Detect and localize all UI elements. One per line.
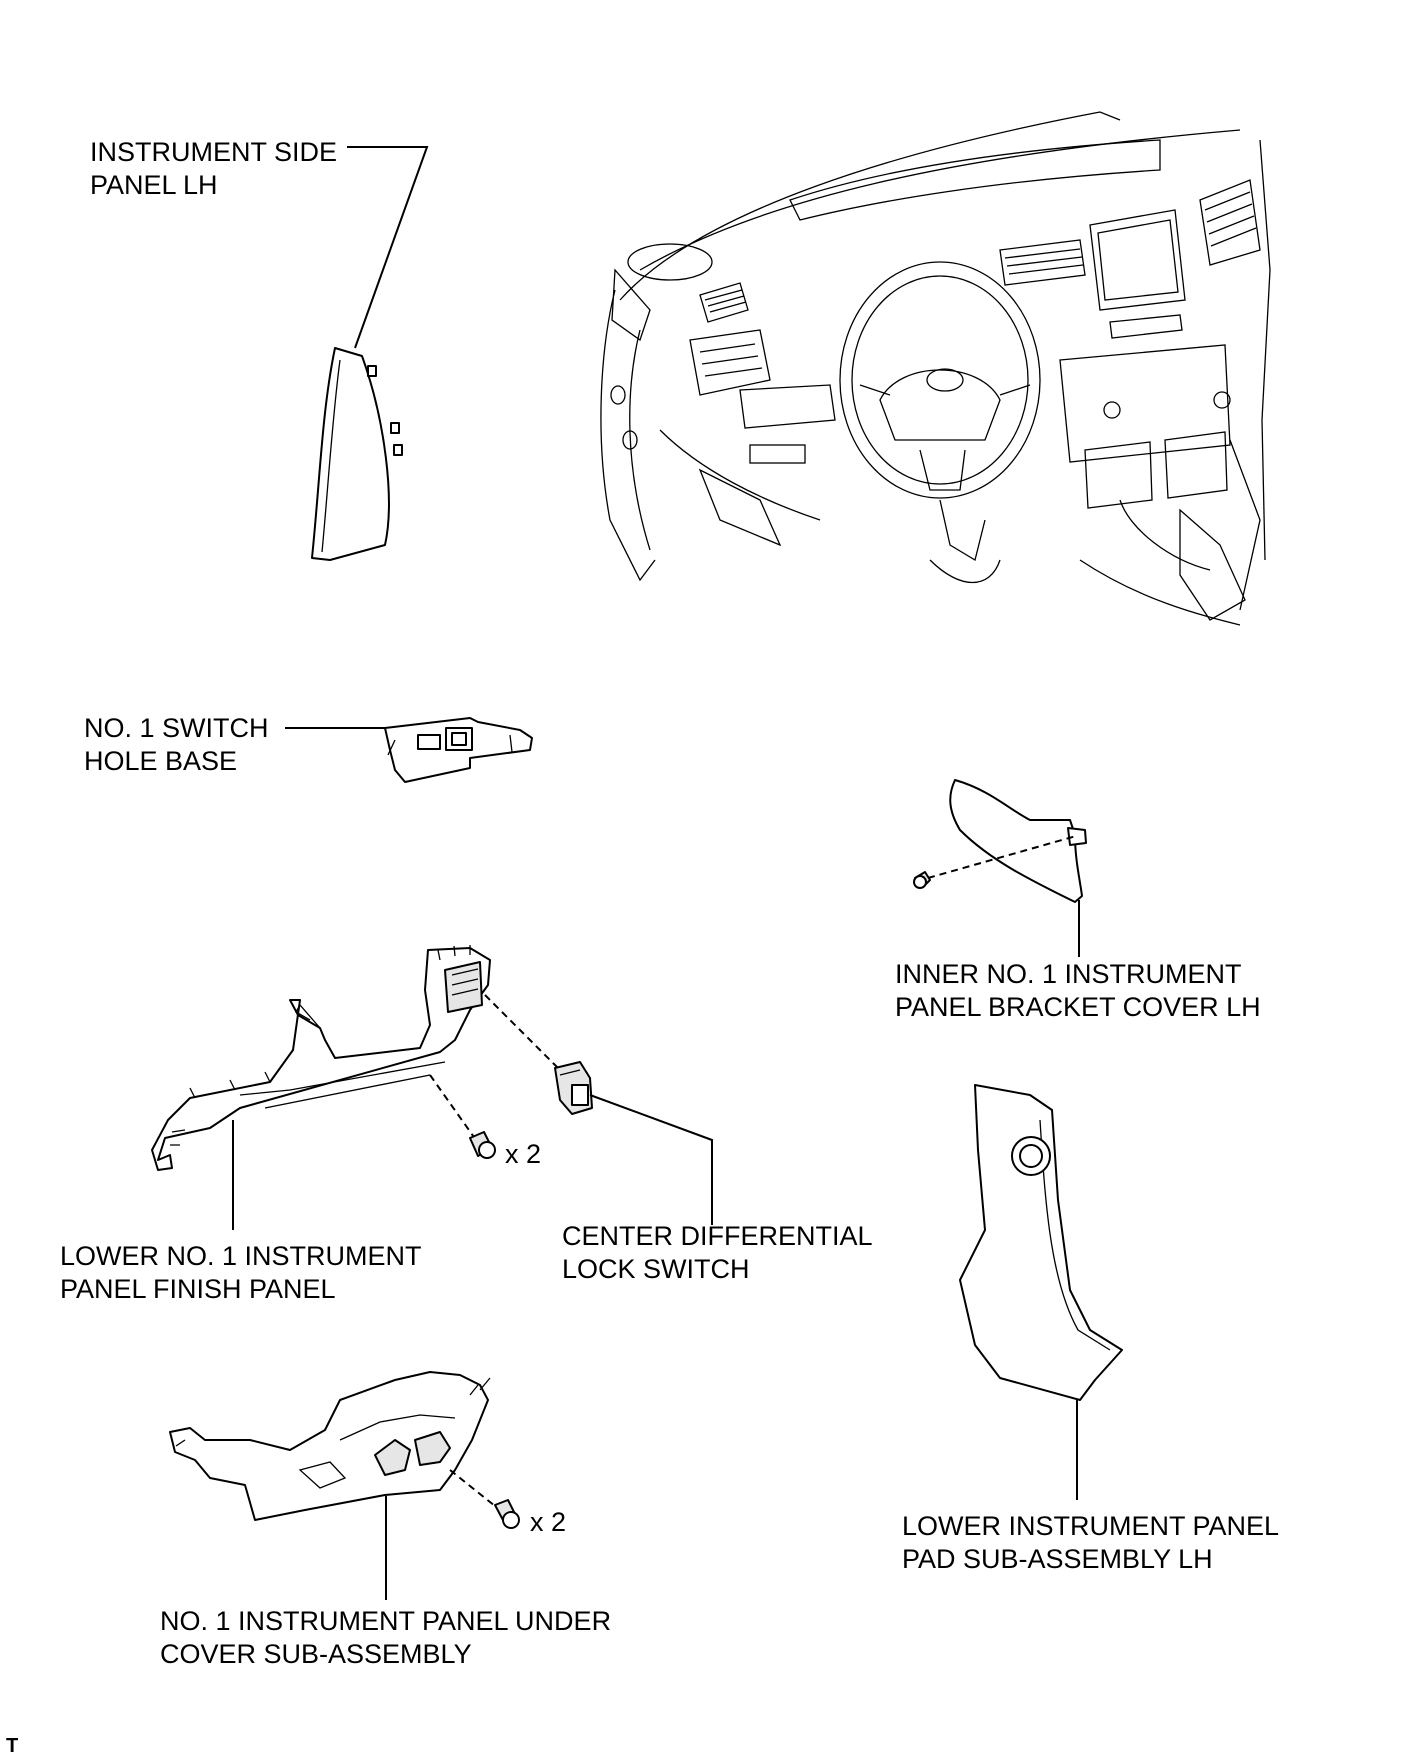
dashboard-overview-illustration bbox=[600, 111, 1271, 626]
lower-no1-finish-panel-part bbox=[151, 945, 491, 1171]
under-cover-screw bbox=[449, 1469, 520, 1529]
leader-line-side-panel bbox=[347, 146, 429, 349]
label-center-differential-lock-switch: CENTER DIFFERENTIAL LOCK SWITCH bbox=[562, 1221, 873, 1284]
no1-under-cover-sub-assembly-part bbox=[169, 1371, 491, 1521]
label-lower-instrument-panel-pad: LOWER INSTRUMENT PANEL PAD SUB-ASSEMBLY … bbox=[902, 1511, 1280, 1574]
dashed-fastener-line-bracket-cover bbox=[927, 835, 1077, 879]
label-lower-no1-finish-panel: LOWER NO. 1 INSTRUMENT PANEL FINISH PANE… bbox=[60, 1241, 422, 1304]
label-no1-under-cover-sub-assembly: NO. 1 INSTRUMENT PANEL UNDER COVER SUB-A… bbox=[160, 1606, 612, 1669]
leader-line-lock-switch bbox=[589, 1094, 713, 1225]
label-instrument-side-panel-lh: INSTRUMENT SIDE PANEL LH bbox=[90, 137, 338, 200]
label-inner-no1-bracket-cover-lh: INNER NO. 1 INSTRUMENT PANEL BRACKET COV… bbox=[895, 959, 1261, 1022]
label-no1-switch-hole-base: NO. 1 SWITCH HOLE BASE bbox=[84, 713, 269, 776]
lower-instrument-panel-pad-part bbox=[959, 1084, 1123, 1401]
inner-no1-bracket-cover-lh-part bbox=[913, 779, 1087, 903]
corner-mark: T bbox=[6, 1735, 19, 1757]
no1-switch-hole-base-part bbox=[384, 717, 533, 783]
center-differential-lock-switch-part bbox=[484, 994, 593, 1115]
finish-panel-screw bbox=[429, 1074, 496, 1159]
quantity-under-cover-screws: x 2 bbox=[530, 1507, 567, 1537]
instrument-side-panel-lh-part bbox=[311, 347, 403, 561]
quantity-finish-panel-screws: x 2 bbox=[505, 1139, 542, 1169]
